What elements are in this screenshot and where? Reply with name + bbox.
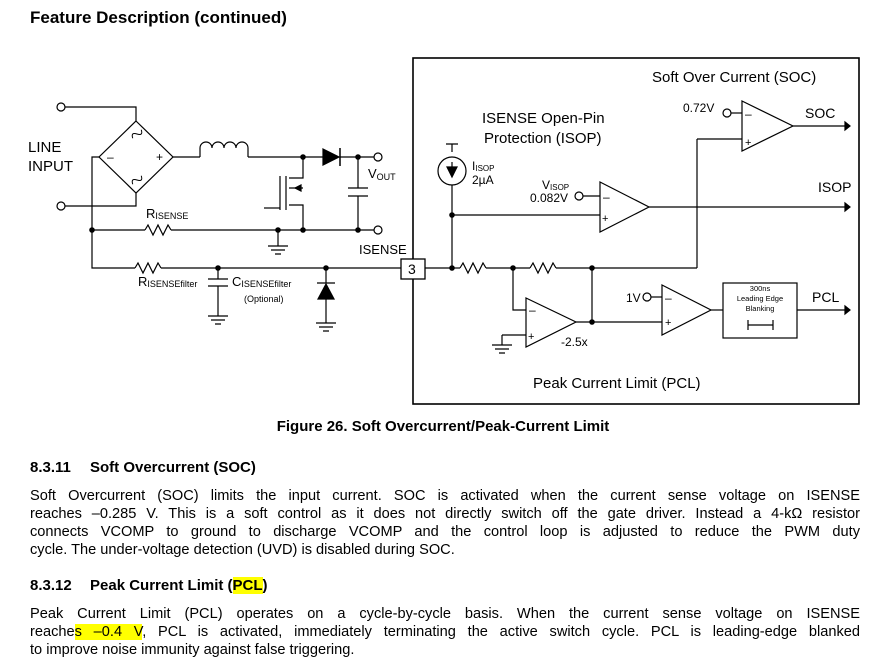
pcl-inverting-amplifier [525, 297, 578, 348]
paragraph-line: Peak Current Limit (PCL) operates on a c… [30, 606, 860, 622]
paragraph-line: cycle. The under-voltage detection (UVD)… [30, 542, 455, 558]
clamp-diode [317, 282, 335, 300]
paragraph-line: reaches –0.4 V, PCL is activated, immedi… [30, 624, 860, 640]
highlight: s –0.4 V [74, 624, 143, 640]
ground-symbol [316, 322, 336, 332]
pcl-comparator [661, 284, 713, 336]
line-input-label-2: INPUT [28, 158, 73, 175]
vout-terminal [373, 152, 383, 162]
pcl-block-title: Peak Current Limit (PCL) [533, 375, 701, 392]
pcl-output-label: PCL [812, 289, 839, 305]
isense-pin-label: ISENSE [359, 242, 407, 257]
pin-number-label: 3 [408, 261, 416, 277]
risensefilter-label: RISENSEfilter [138, 274, 197, 289]
soc-output-label: SOC [805, 105, 835, 121]
section-heading-soc: 8.3.11 Soft Overcurrent (SOC) [30, 459, 256, 476]
page-heading: Feature Description (continued) [30, 8, 287, 27]
soc-comparator [741, 100, 795, 152]
section-body-pcl: Peak Current Limit (PCL) operates on a c… [30, 605, 860, 659]
isense-filter-capacitor [208, 278, 228, 287]
visop-label: VISOP [542, 178, 569, 192]
paragraph-line: connects VCOMP to ground to discharge VC… [30, 524, 860, 540]
soc-reference-label: 0.72V [683, 101, 714, 115]
isop-current-value: 2µA [472, 173, 494, 187]
isop-minus-label: – [603, 190, 610, 204]
section-heading-pcl: 8.3.12 Peak Current Limit (PCL) [30, 577, 268, 594]
output-capacitor [348, 187, 368, 197]
section-title: Soft Overcurrent (SOC) [90, 459, 256, 476]
cisensefilter-label: CISENSEfilter [232, 274, 291, 289]
isop-block-title-2: Protection (ISOP) [484, 130, 602, 147]
boost-diode [322, 148, 341, 166]
schematic-diagram: LINE INPUT – + VOUT RISENSE RISENSEfilte… [28, 57, 860, 405]
figure-caption: Figure 26. Soft Overcurrent/Peak-Current… [276, 418, 610, 435]
pcl-plus-label: + [665, 317, 671, 329]
mosfet-switch [279, 176, 287, 210]
optional-label: (Optional) [244, 294, 284, 304]
ground-symbol [492, 344, 512, 354]
soc-block-title: Soft Over Current (SOC) [652, 69, 816, 86]
ic-boundary-box [412, 57, 860, 405]
section-number: 8.3.11 [30, 459, 71, 476]
paragraph-line: to improve noise immunity against false … [30, 642, 355, 658]
ground-symbol [208, 315, 228, 325]
amp-gain-label: -2.5x [561, 335, 588, 349]
line-input-terminal-bottom [56, 201, 66, 211]
leb-title-label-1: Leading Edge [737, 294, 783, 303]
paragraph-line: Soft Overcurrent (SOC) limits the input … [30, 488, 860, 504]
pcl-reference-label: 1V [626, 291, 641, 305]
pcl-input-resistor [459, 261, 487, 275]
amp-plus-label: + [528, 331, 534, 343]
section-body-soc: Soft Overcurrent (SOC) limits the input … [30, 487, 860, 559]
boost-inductor [199, 141, 249, 157]
ground-symbol [268, 230, 288, 255]
pin-3-box [400, 258, 426, 280]
paragraph-line: reaches –0.285 V. This is a soft control… [30, 506, 860, 522]
isop-plus-label: + [602, 213, 608, 225]
visop-value: 0.082V [530, 191, 568, 205]
pcl-feedback-resistor [529, 261, 557, 275]
soc-plus-label: + [745, 137, 751, 149]
leb-title-label-2: Blanking [746, 304, 775, 313]
isop-current-label: IISOP [472, 159, 494, 173]
section-number: 8.3.12 [30, 577, 72, 594]
line-input-label-1: LINE [28, 139, 61, 156]
highlight: PCL [232, 577, 263, 594]
line-input-terminal-top [56, 102, 66, 112]
isense-resistor [144, 223, 172, 237]
ground-terminal [373, 225, 383, 235]
bridge-plus-label: + [156, 150, 163, 164]
risense-label: RISENSE [146, 206, 188, 221]
amp-minus-label: – [529, 303, 536, 317]
bridge-rectifier [98, 120, 174, 194]
vout-label: VOUT [368, 166, 396, 182]
isop-comparator [599, 181, 651, 233]
isense-filter-resistor [134, 261, 162, 275]
pcl-minus-label: – [665, 291, 672, 305]
isop-block-title-1: ISENSE Open-Pin [482, 110, 605, 127]
section-title: Peak Current Limit (PCL) [90, 577, 268, 594]
soc-minus-label: – [745, 107, 752, 121]
bridge-minus-label: – [107, 150, 114, 164]
isop-output-label: ISOP [818, 179, 851, 195]
leb-duration-label: 300ns [750, 284, 771, 293]
